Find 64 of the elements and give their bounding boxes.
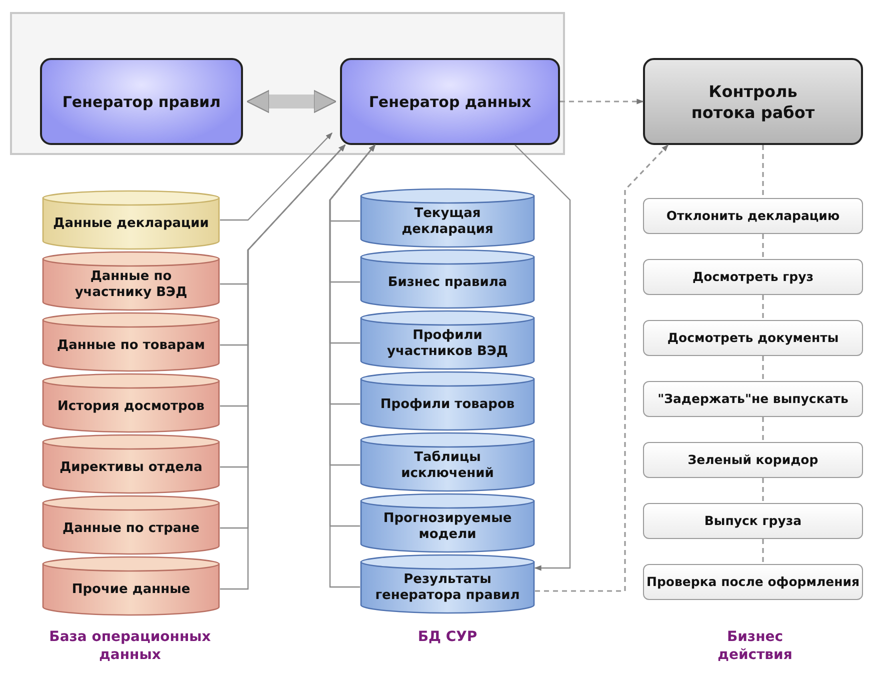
node-label: Данные по товарам	[56, 338, 206, 354]
database-cylinder	[42, 190, 220, 250]
connector-line	[762, 145, 764, 198]
connector-line	[762, 356, 764, 381]
arrow	[514, 144, 571, 571]
node-label: Досмотреть документы	[667, 331, 839, 345]
node-label: Отклонить декларацию	[666, 209, 840, 223]
action-box	[643, 381, 863, 417]
connector-line	[762, 234, 764, 259]
node-label: Прочие данные	[70, 582, 192, 598]
database-cylinder	[42, 251, 220, 311]
database-cylinder	[42, 556, 220, 616]
node-label: Профили товаров	[379, 397, 516, 413]
node-label: Досмотреть груз	[692, 270, 814, 284]
node-label: Контроль потока работ	[690, 80, 816, 122]
node-label: Данные по стране	[62, 521, 200, 537]
action-box	[643, 442, 863, 478]
connector-line	[762, 539, 764, 564]
node-label: Прогнозируемые модели	[382, 511, 513, 543]
action-box	[643, 564, 863, 600]
database-cylinder	[42, 373, 220, 433]
database-cylinder	[360, 249, 535, 309]
database-cylinder	[360, 554, 535, 614]
database-cylinder	[360, 310, 535, 370]
database-cylinder	[360, 493, 535, 553]
connector-line	[762, 417, 764, 442]
arrow	[535, 144, 669, 592]
node-label: История досмотров	[56, 399, 206, 415]
group-panel	[10, 12, 565, 155]
column-caption: БД СУР	[416, 628, 478, 646]
node-label: Генератор данных	[368, 92, 532, 110]
node-label: Генератор правил	[62, 92, 221, 110]
connector-line	[762, 478, 764, 503]
process-box	[40, 58, 243, 145]
node-label: Профили участников ВЭД	[386, 328, 510, 360]
node-label: Текущая декларация	[400, 206, 494, 238]
database-cylinder	[360, 432, 535, 492]
node-label: Результаты генератора правил	[374, 572, 521, 604]
database-cylinder	[360, 188, 535, 248]
node-label: Данные декларации	[52, 216, 210, 232]
process-box	[340, 58, 560, 145]
node-label: Проверка после оформления	[646, 575, 860, 589]
node-label: Бизнес правила	[386, 275, 508, 291]
action-box	[643, 198, 863, 234]
node-label: Выпуск груза	[704, 514, 802, 528]
database-cylinder	[360, 371, 535, 431]
database-cylinder	[42, 434, 220, 494]
connector-line	[762, 295, 764, 320]
arrow	[560, 98, 644, 104]
node-label: Таблицы исключений	[400, 450, 495, 482]
node-label: Данные по участнику ВЭД	[74, 269, 188, 301]
node-label: Зеленый коридор	[688, 453, 818, 467]
arrow	[220, 132, 332, 221]
control-box	[643, 58, 863, 145]
column-caption: Бизнес действия	[716, 628, 794, 664]
column-caption: База операционных данных	[48, 628, 212, 664]
action-box	[643, 259, 863, 295]
node-label: "Задержать"не выпускать	[658, 392, 848, 406]
database-cylinder	[42, 495, 220, 555]
action-box	[643, 320, 863, 356]
double-arrow	[246, 90, 337, 114]
node-label: Директивы отдела	[58, 460, 204, 476]
database-cylinder	[42, 312, 220, 372]
action-box	[643, 503, 863, 539]
